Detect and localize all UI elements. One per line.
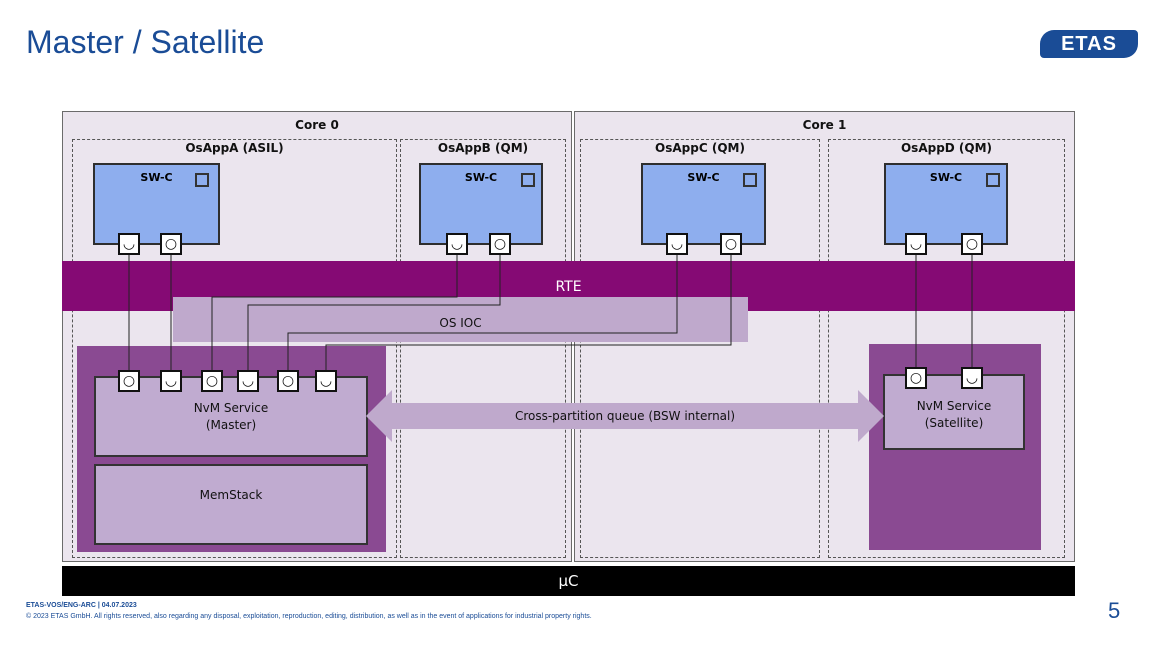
receiver-port: ◡ [118, 233, 140, 255]
logo-text: ETAS [1061, 33, 1117, 55]
core-0-label: Core 0 [295, 118, 339, 132]
receiver-port: ◡ [160, 370, 182, 392]
rte-label: RTE [555, 279, 582, 295]
partition-osappb [400, 139, 566, 558]
swc-label: SW-C [687, 171, 720, 184]
component-icon [521, 173, 535, 187]
swc-osappb: SW-C [419, 163, 543, 245]
component-icon [986, 173, 1000, 187]
sender-port: ○ [277, 370, 299, 392]
swc-label: SW-C [464, 171, 498, 184]
nvm-satellite-label: NvM Service (Satellite) [916, 399, 992, 430]
partition-osappa [72, 139, 397, 558]
uc-label: µC [558, 572, 579, 590]
footer-doc-id: ETAS-VOS/ENG-ARC | 04.07.2023 [26, 602, 137, 609]
etas-logo: ETAS [1040, 30, 1138, 58]
swc-osappd: SW-C [884, 163, 1008, 245]
os-ioc-label: OS IOC [439, 316, 482, 330]
cross-partition-queue-label: Cross-partition queue (BSW internal) [514, 409, 736, 423]
osappd-label: OsAppD (QM) [900, 141, 993, 155]
memstack-box: MemStack [94, 464, 368, 545]
sender-port: ○ [201, 370, 223, 392]
receiver-port: ◡ [237, 370, 259, 392]
swc-osappc: SW-C [641, 163, 766, 245]
core-1-label: Core 1 [802, 118, 847, 132]
partition-osappc [580, 139, 820, 558]
sender-port: ○ [489, 233, 511, 255]
swc-label: SW-C [929, 171, 963, 184]
sender-port: ○ [118, 370, 140, 392]
sender-port: ○ [905, 367, 927, 389]
component-icon [195, 173, 209, 187]
sender-port: ○ [961, 233, 983, 255]
swc-label: SW-C [140, 171, 173, 184]
cross-partition-queue-arrow [366, 390, 884, 442]
component-icon [743, 173, 757, 187]
slide-title: Master / Satellite [26, 24, 265, 60]
receiver-port: ◡ [446, 233, 468, 255]
microcontroller-bar: µC [62, 566, 1075, 596]
osappb-label: OsAppB (QM) [437, 141, 529, 155]
receiver-port: ◡ [961, 367, 983, 389]
osappc-label: OsAppC (QM) [655, 141, 745, 155]
page-number: 5 [1108, 598, 1121, 623]
footer-copyright: © 2023 ETAS GmbH. All rights reserved, a… [26, 613, 592, 620]
sender-port: ○ [720, 233, 742, 255]
memstack-label: MemStack [199, 488, 263, 502]
receiver-port: ◡ [905, 233, 927, 255]
osappa-label: OsAppA (ASIL) [185, 141, 284, 155]
receiver-port: ◡ [666, 233, 688, 255]
sender-port: ○ [160, 233, 182, 255]
receiver-port: ◡ [315, 370, 337, 392]
swc-osappa: SW-C [93, 163, 220, 245]
nvm-master-label: NvM Service (Master) [193, 401, 269, 432]
partition-osappd [828, 139, 1065, 558]
